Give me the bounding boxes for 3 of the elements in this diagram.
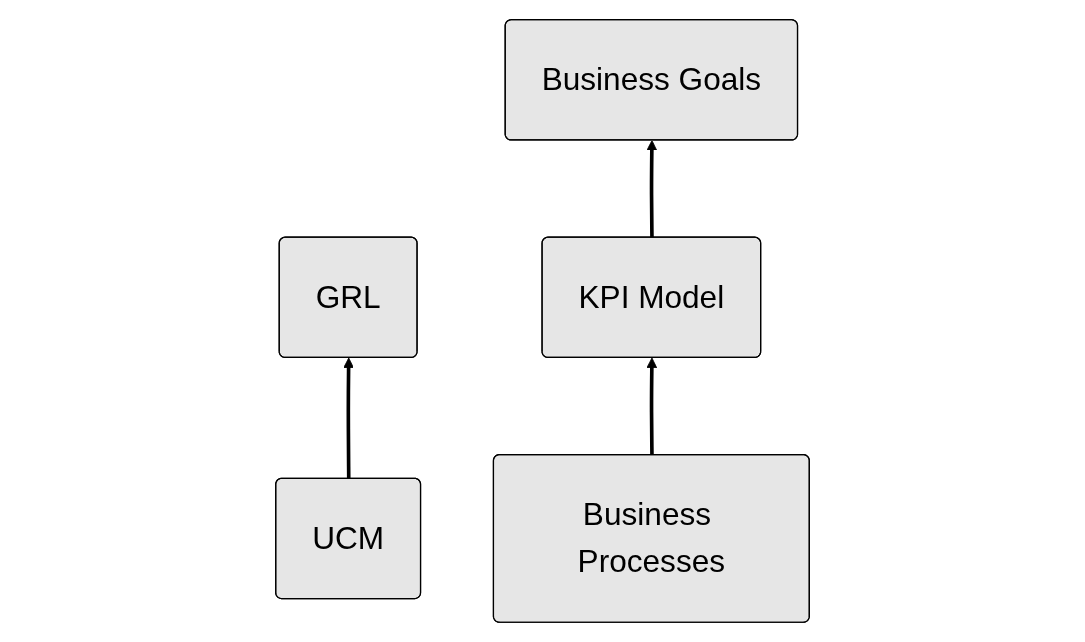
arrow: [646, 140, 658, 238]
arrow: [343, 357, 354, 479]
arrow: [646, 357, 658, 456]
